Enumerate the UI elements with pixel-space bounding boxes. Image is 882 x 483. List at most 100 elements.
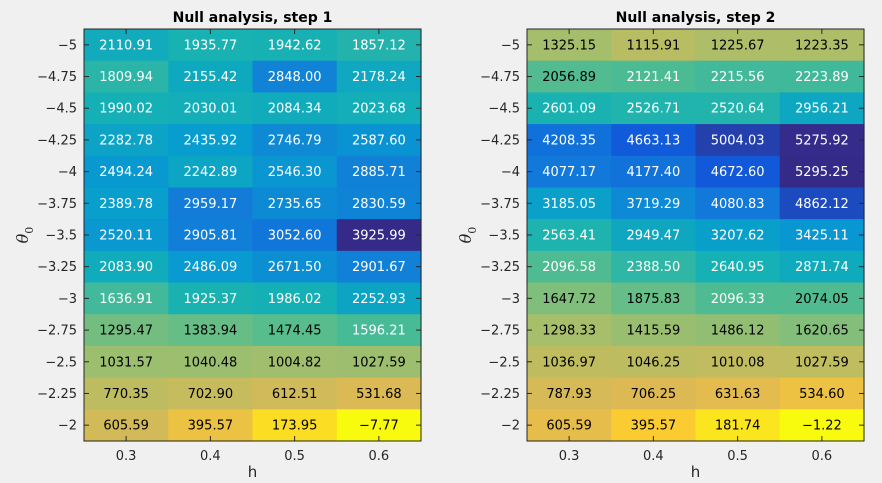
cell-value-label: 3052.60 <box>268 229 322 244</box>
heatmap-cell <box>336 314 422 347</box>
cell-value-label: 770.35 <box>103 387 149 402</box>
heatmap-cell <box>168 187 254 220</box>
cell-value-label: 1636.91 <box>99 292 153 307</box>
y-tick-label: −3.25 <box>37 260 77 275</box>
cell-value-label: 2030.01 <box>183 102 237 117</box>
cell-value-label: 3185.05 <box>542 197 596 212</box>
cell-value-label: 2959.17 <box>183 197 237 212</box>
cell-value-label: 2885.71 <box>352 165 406 180</box>
heatmap-cell <box>527 345 612 379</box>
heatmap-cell <box>527 219 612 252</box>
cell-value-label: 3207.62 <box>711 229 765 244</box>
heatmap-cell <box>611 187 697 220</box>
cell-value-label: 4208.35 <box>542 133 596 148</box>
y-axis-label: θ0 <box>456 227 479 244</box>
y-tick-label: −2.75 <box>480 324 520 339</box>
cell-value-label: 1325.15 <box>542 38 596 53</box>
heatmap-cell <box>336 60 422 93</box>
heatmap-cell <box>84 250 169 284</box>
y-tick-label: −3.75 <box>37 197 77 212</box>
cell-value-label: 2215.56 <box>711 70 765 85</box>
heatmap-cell <box>252 155 338 189</box>
cell-value-label: 2949.47 <box>626 229 680 244</box>
cell-value-label: 2587.60 <box>352 133 406 148</box>
cell-value-label: 1046.25 <box>626 355 680 370</box>
cell-value-label: 4177.40 <box>626 165 680 180</box>
heatmap-cell <box>527 187 612 220</box>
y-tick-label: −2.25 <box>480 387 520 402</box>
heatmap-cell <box>779 314 865 347</box>
cell-value-label: 1010.08 <box>711 355 765 370</box>
heatmap-cell <box>336 250 422 284</box>
y-tick-label: −4.75 <box>37 70 77 85</box>
cell-value-label: −7.77 <box>359 419 399 434</box>
y-tick-label: −2.75 <box>37 324 77 339</box>
heatmap-cell <box>695 29 781 62</box>
cell-value-label: 2640.95 <box>711 260 765 275</box>
cell-value-label: 2096.33 <box>711 292 765 307</box>
heatmap-cell <box>84 345 169 379</box>
heatmap-cell <box>168 219 254 252</box>
cell-value-label: 395.57 <box>631 419 677 434</box>
cell-value-label: 3719.29 <box>626 197 680 212</box>
cell-value-label: 4077.17 <box>542 165 596 180</box>
cell-value-label: 2084.34 <box>268 102 322 117</box>
cell-value-label: 534.60 <box>799 387 845 402</box>
heatmap-cell <box>611 60 697 93</box>
heatmap-cell <box>527 124 612 157</box>
cell-value-label: 1040.48 <box>183 355 237 370</box>
cell-value-label: 2848.00 <box>268 70 322 85</box>
cell-value-label: 631.63 <box>715 387 761 402</box>
x-tick-label: 0.4 <box>643 449 664 464</box>
heatmap-cell <box>527 29 612 62</box>
cell-value-label: 2074.05 <box>795 292 849 307</box>
heatmap-cell <box>611 155 697 189</box>
heatmap-cell <box>527 282 612 315</box>
heatmap-cell <box>84 377 169 410</box>
cell-value-label: 1990.02 <box>99 102 153 117</box>
heatmap-cell <box>252 124 338 157</box>
cell-value-label: 2178.24 <box>352 70 406 85</box>
heatmap-cell <box>527 60 612 93</box>
heatmap-cell <box>611 314 697 347</box>
y-tick-label: −2 <box>58 419 77 434</box>
x-axis-label: h <box>248 463 258 481</box>
cell-value-label: 1383.94 <box>183 324 237 339</box>
heatmap-cell <box>527 92 612 125</box>
y-tick-label: −4.5 <box>45 102 77 117</box>
heatmap-cell <box>336 377 422 410</box>
heatmap-cell <box>168 345 254 379</box>
heatmap-cell <box>611 250 697 284</box>
cell-value-label: 2901.67 <box>352 260 406 275</box>
cell-value-label: 2121.41 <box>626 70 680 85</box>
heatmap-cell <box>168 250 254 284</box>
heatmap-cell <box>695 92 781 125</box>
heatmap-cell <box>252 60 338 93</box>
heatmap-cell <box>252 92 338 125</box>
heatmap-cell <box>252 282 338 315</box>
heatmap-cell <box>779 250 865 284</box>
heatmap-cell <box>252 377 338 410</box>
heatmap-cell <box>695 345 781 379</box>
cell-value-label: 1620.65 <box>795 324 849 339</box>
cell-value-label: 1223.35 <box>795 38 849 53</box>
cell-value-label: 2905.81 <box>183 229 237 244</box>
heatmap-cell <box>611 29 697 62</box>
heatmap-cell <box>252 219 338 252</box>
cell-value-label: 2223.89 <box>795 70 849 85</box>
y-axis-label: θ0 <box>13 227 36 244</box>
heatmap-cell <box>84 314 169 347</box>
cell-value-label: 706.25 <box>631 387 677 402</box>
cell-value-label: 2494.24 <box>99 165 153 180</box>
heatmap-cell <box>695 124 781 157</box>
cell-value-label: 2242.89 <box>183 165 237 180</box>
heatmap-cell <box>527 377 612 410</box>
cell-value-label: 3925.99 <box>352 229 406 244</box>
heatmap-cell <box>168 377 254 410</box>
heatmap-cell <box>84 282 169 315</box>
cell-value-label: 605.59 <box>546 419 592 434</box>
cell-value-label: 1986.02 <box>268 292 322 307</box>
heatmap-cell <box>84 155 169 189</box>
heatmap-cell <box>527 314 612 347</box>
